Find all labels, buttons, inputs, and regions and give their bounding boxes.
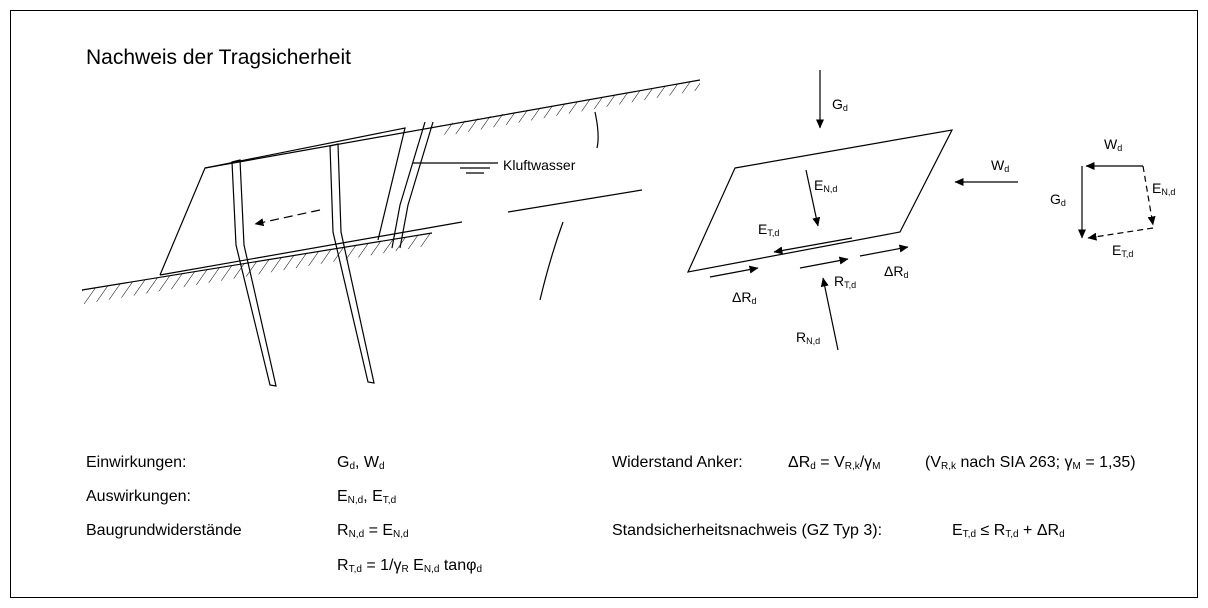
formula-anker: ΔRd = VR,k/γM xyxy=(788,454,881,472)
formula-baugrund-normal: RN,d = EN,d xyxy=(337,522,409,540)
anchor-right xyxy=(329,143,375,384)
polygon-label-et: ET,d xyxy=(1112,242,1133,259)
formula-standsicherheit: ET,d ≤ RT,d + ΔRd xyxy=(952,522,1065,540)
arrow-dr-left xyxy=(709,265,759,278)
label-widerstand-anker: Widerstand Anker: xyxy=(612,454,743,471)
formula-auswirkungen: EN,d, ET,d xyxy=(337,488,397,506)
sliding-plane xyxy=(159,221,463,276)
label-baugrund: Baugrundwiderstände xyxy=(86,522,242,539)
joint-crack-right xyxy=(399,121,434,249)
arrow-rn xyxy=(820,277,839,351)
polygon-label-w: Wd xyxy=(1104,136,1122,153)
label-w: Wd xyxy=(991,157,1009,174)
label-dr-left: ΔRd xyxy=(732,289,756,306)
arrow-en xyxy=(805,169,821,227)
page-title: Nachweis der Tragsicherheit xyxy=(86,46,351,69)
sliding-plane-dash xyxy=(507,189,643,213)
lower-terrain-line xyxy=(81,232,433,291)
fissure xyxy=(594,111,599,149)
diagram-frame xyxy=(10,10,1198,598)
polygon-label-g: Gd xyxy=(1050,191,1066,208)
block-parallelogram xyxy=(686,129,954,273)
free-body-diagram xyxy=(686,70,1018,351)
label-einwirkungen: Einwirkungen: xyxy=(86,454,187,471)
upper-terrain-hatch xyxy=(440,80,700,136)
label-rt: RT,d xyxy=(834,273,856,290)
polygon-label-en: EN,d xyxy=(1152,180,1175,197)
lower-terrain-hatch xyxy=(82,233,432,304)
label-et: ET,d xyxy=(758,221,779,238)
anchor-left xyxy=(231,159,277,387)
formula-anker-note: (VR,k nach SIA 263; γM = 1,35) xyxy=(925,454,1136,472)
formula-baugrund-tangential: RT,d = 1/γR EN,d tanφd xyxy=(337,557,483,575)
slope-sketch xyxy=(81,79,701,387)
label-rn: RN,d xyxy=(796,329,820,346)
label-standsicherheit: Standsicherheitsnachweis (GZ Typ 3): xyxy=(612,522,883,539)
force-polygon xyxy=(1078,162,1156,241)
label-en: EN,d xyxy=(814,177,837,194)
label-auswirkungen: Auswirkungen: xyxy=(86,488,191,505)
rock-block-outline xyxy=(159,127,406,276)
label-g: Gd xyxy=(832,96,848,113)
polygon-et xyxy=(1087,227,1154,241)
label-dr-right: ΔRd xyxy=(884,263,908,280)
arrow-rt xyxy=(799,256,849,269)
upper-terrain-line xyxy=(204,79,701,169)
formula-einwirkungen: Gd, Wd xyxy=(337,454,385,472)
movement-arrow xyxy=(254,209,321,227)
kluftwasser-label: Kluftwasser xyxy=(503,157,576,173)
fissure-lower xyxy=(539,221,564,301)
arrow-et xyxy=(773,237,853,255)
arrow-dr-right xyxy=(859,244,909,257)
joint-crack xyxy=(391,121,426,249)
